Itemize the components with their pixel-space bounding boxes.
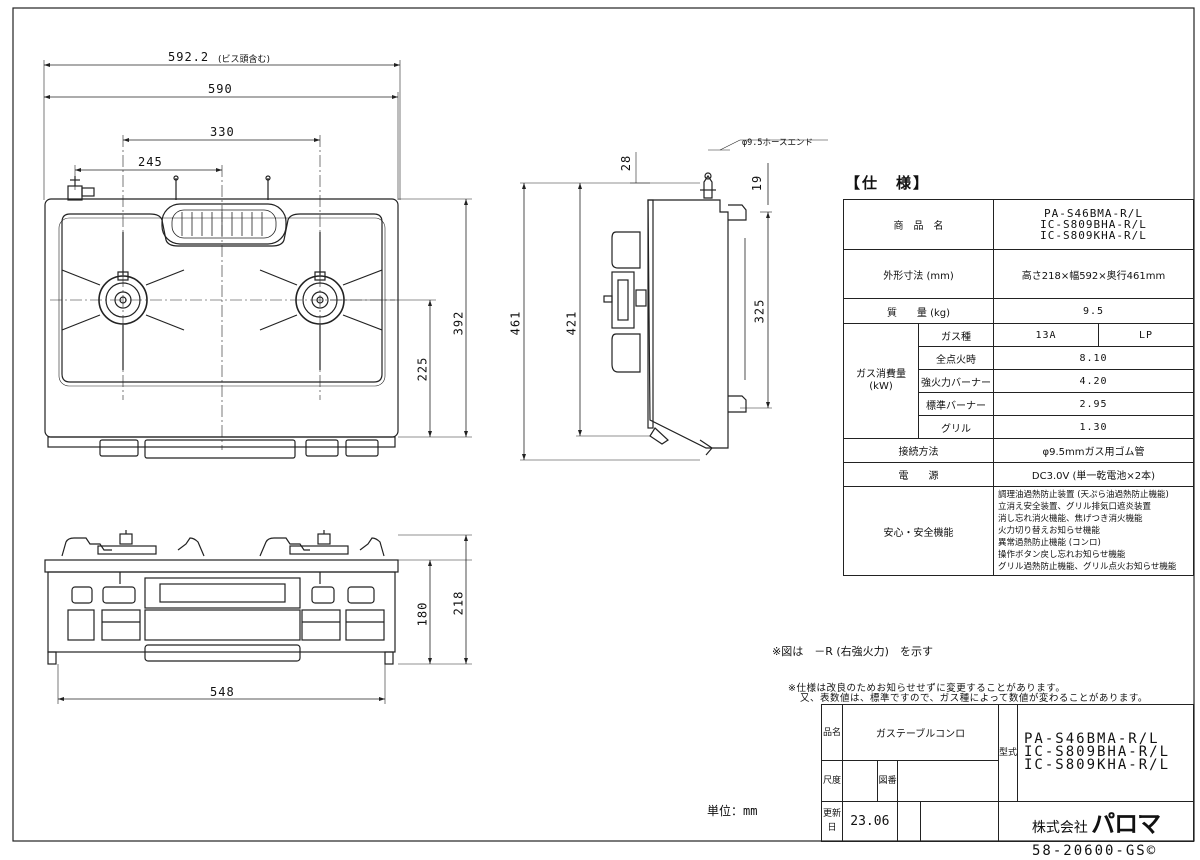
company-prefix: 株式会社 <box>1031 819 1088 836</box>
safety-label: 安心・安全機能 <box>843 486 994 576</box>
hose-end-note: φ9.5ホースエンド <box>742 138 814 148</box>
gas-type-13a: 13A <box>993 323 1099 347</box>
figure-note: ※図は －R (右強火力) を示す <box>772 645 933 658</box>
product-name-2: IC-S809BHA-R/L <box>1040 218 1147 231</box>
top-view-arrows <box>44 63 468 437</box>
spec-title: 【仕 様】 <box>845 174 931 192</box>
size-value: 高さ218×幅592×奥行461mm <box>993 249 1194 299</box>
strong-burner-value: 4.20 <box>993 369 1194 393</box>
top-view <box>43 60 472 459</box>
spec-table: 商 品 名 PA-S46BMA-R/L IC-S809BHA-R/L IC-S8… <box>843 199 1194 576</box>
dim-side-depth: 421 <box>564 310 579 336</box>
dim-burner-depth: 225 <box>415 356 430 382</box>
updated-label: 更新日 <box>821 800 843 843</box>
model-label: 型式 <box>998 704 1018 802</box>
power-label: 電 源 <box>843 462 994 487</box>
side-view-arrows <box>522 183 770 460</box>
gas-type-label: ガス種 <box>918 323 994 347</box>
product-name-3: IC-S809KHA-R/L <box>1040 229 1147 242</box>
updated-blank-1 <box>896 800 921 843</box>
scale-label: 尺度 <box>821 760 843 802</box>
updated-blank-2 <box>919 800 1000 843</box>
name-label: 品名 <box>821 703 843 762</box>
gas-consumption-label: ガス消費量 (kW) <box>843 323 919 439</box>
mass-label: 質 量 (kg) <box>843 298 994 324</box>
size-label: 外形寸法 (mm) <box>843 249 994 299</box>
safety-item: 調理油過熱防止装置 (天ぷら油過熱防止機能) <box>998 490 1169 500</box>
product-name-1: PA-S46BMA-R/L <box>1043 207 1144 220</box>
model-3: IC-S809KHA-R/L <box>1024 757 1171 774</box>
front-view-arrows <box>58 535 468 701</box>
updated-value: 23.06 <box>842 800 898 843</box>
standard-burner-value: 2.95 <box>993 392 1194 416</box>
dim-depth: 392 <box>451 310 466 336</box>
safety-item: 立消え安全装置、グリル排気口遮炎装置 <box>998 502 1152 512</box>
safety-list: 調理油過熱防止装置 (天ぷら油過熱防止機能) 立消え安全装置、グリル排気口遮炎装… <box>993 486 1194 576</box>
model-values: PA-S46BMA-R/L IC-S809BHA-R/L IC-S809KHA-… <box>1017 704 1194 802</box>
model-1: PA-S46BMA-R/L <box>1024 731 1160 748</box>
drawing-no-label: 図番 <box>877 760 898 802</box>
power-value: DC3.0V (単一乾電池×2本) <box>993 462 1194 487</box>
gas-type-lp: LP <box>1098 323 1194 347</box>
connection-label: 接続方法 <box>843 438 994 463</box>
front-view <box>44 530 472 704</box>
dim-hose-offset: 28 <box>619 154 634 172</box>
unit-label: 単位：mm <box>707 804 758 818</box>
company-logo: パロマ <box>1091 809 1161 838</box>
grill-label: グリル <box>918 415 994 439</box>
product-name-label: 商 品 名 <box>843 199 994 250</box>
safety-item: 消し忘れ消火機能、焦げつき消火機能 <box>998 514 1143 524</box>
dim-front-width: 548 <box>210 685 235 699</box>
strong-burner-label: 強火力バーナー <box>918 369 994 393</box>
dim-front-body-height: 180 <box>415 601 430 627</box>
safety-item: 異常過熱防止機能 (コンロ) <box>998 538 1101 548</box>
drawing-no-value <box>896 760 1000 802</box>
scale-value <box>841 760 879 802</box>
connection-value: φ9.5mmガス用ゴム管 <box>993 438 1194 463</box>
safety-item: 火力切り替えお知らせ機能 <box>998 526 1100 536</box>
dim-hose-height: 19 <box>750 174 765 192</box>
drawing-number: 58-20600-GS© <box>1032 843 1158 859</box>
company-cell: 株式会社 パロマ <box>998 800 1194 843</box>
dim-burner-spacing: 330 <box>210 125 235 139</box>
dim-front-height: 218 <box>451 590 466 616</box>
safety-item: グリル過熱防止機能、グリル点火お知らせ機能 <box>998 562 1177 572</box>
dim-overall-with-screw-note: (ビス頭含む) <box>218 55 271 65</box>
title-block: 品名 ガステーブルコンロ 型式 PA-S46BMA-R/L IC-S809BHA… <box>821 703 1194 843</box>
side-view <box>520 139 828 461</box>
mass-value: 9.5 <box>993 298 1194 324</box>
model-2: IC-S809BHA-R/L <box>1024 744 1171 761</box>
all-burner-label: 全点火時 <box>918 346 994 370</box>
change-note-1: ※仕様は改良のためお知らせせずに変更することがあります。 <box>788 683 1066 694</box>
safety-item: 操作ボタン戻し忘れお知らせ機能 <box>998 550 1126 560</box>
name-value: ガステーブルコンロ <box>842 703 999 762</box>
change-note-2: 又、表数値は、標準ですので、ガス種によって数値が変わることがあります。 <box>800 693 1148 704</box>
dim-left-burner-offset: 245 <box>138 155 163 169</box>
dim-overall-with-screw: 592.2 <box>168 50 210 64</box>
dim-side-total-depth: 461 <box>508 310 523 336</box>
product-names: PA-S46BMA-R/L IC-S809BHA-R/L IC-S809KHA-… <box>993 199 1194 250</box>
all-burner-value: 8.10 <box>993 346 1194 370</box>
standard-burner-label: 標準バーナー <box>918 392 994 416</box>
grill-value: 1.30 <box>993 415 1194 439</box>
dim-overall-width: 590 <box>208 82 233 96</box>
dim-side-inner: 325 <box>752 298 767 324</box>
sheet-border <box>12 7 1195 842</box>
